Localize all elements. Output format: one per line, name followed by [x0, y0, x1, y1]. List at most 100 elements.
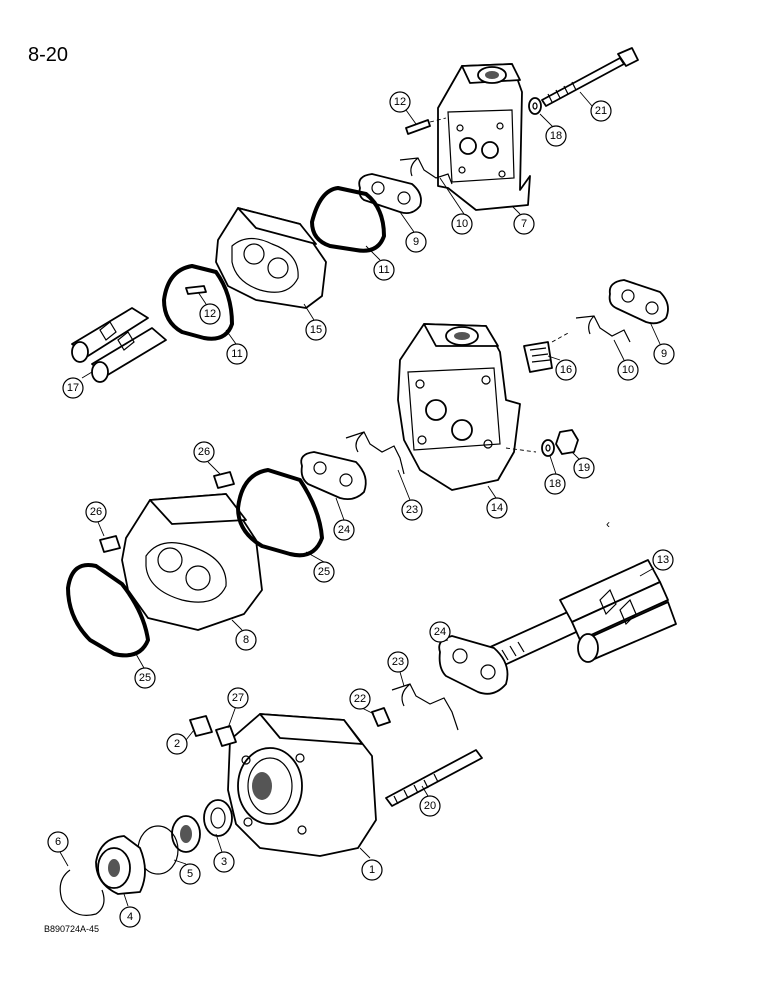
gear-shaft-13 [487, 559, 677, 669]
svg-text:26: 26 [90, 506, 102, 518]
wear-plate-9b [608, 279, 669, 325]
svg-text:26: 26 [198, 446, 210, 458]
o-ring-11a [310, 186, 386, 253]
o-ring-25a [236, 468, 324, 558]
retainer-10a [399, 157, 453, 185]
svg-text:18: 18 [550, 130, 562, 142]
dowel-12b [185, 285, 207, 295]
callout-16: 16 [555, 359, 577, 381]
callout-22: 22 [349, 688, 371, 710]
svg-text:9: 9 [661, 348, 667, 360]
svg-text:21: 21 [595, 105, 607, 117]
stud-20 [385, 749, 483, 807]
mounting-flange-1 [227, 713, 377, 857]
gear-housing-8 [121, 493, 263, 631]
svg-text:25: 25 [139, 672, 151, 684]
svg-text:5: 5 [187, 868, 193, 880]
svg-text:6: 6 [55, 836, 61, 848]
svg-text:22: 22 [354, 693, 366, 705]
page-number: 8-20 [28, 44, 69, 66]
callout-10a: 10 [451, 213, 473, 235]
callout-20: 20 [419, 795, 441, 817]
callout-25a: 25 [313, 561, 335, 583]
retainer-23b [391, 683, 459, 731]
callout-5: 5 [179, 863, 201, 885]
svg-text:3: 3 [221, 856, 227, 868]
washer-18a [528, 97, 542, 115]
callout-26a: 26 [193, 441, 215, 463]
callout-12b: 12 [199, 303, 221, 325]
svg-text:11: 11 [378, 264, 389, 276]
callout-15: 15 [305, 319, 327, 341]
rear-cover-section [437, 63, 531, 211]
intermediate-housing-14 [397, 323, 537, 491]
svg-text:12: 12 [394, 96, 406, 108]
callout-4: 4 [119, 906, 141, 928]
callout-9b: 9 [653, 343, 675, 365]
gear-housing-15 [215, 207, 327, 309]
wear-plate-24a [300, 451, 367, 501]
svg-text:9: 9 [413, 236, 419, 248]
callout-18a: 18 [545, 125, 567, 147]
dowel-12a [405, 117, 447, 135]
svg-text:10: 10 [622, 364, 634, 376]
svg-text:24: 24 [434, 626, 446, 638]
svg-text:13: 13 [657, 554, 669, 566]
svg-text:7: 7 [521, 218, 527, 230]
callout-19: 19 [573, 457, 595, 479]
svg-text:23: 23 [392, 656, 404, 668]
svg-text:14: 14 [491, 502, 503, 514]
o-ring-25b [66, 563, 150, 658]
callout-24b: 24 [429, 621, 451, 643]
svg-text:27: 27 [232, 692, 244, 704]
nut-19 [555, 429, 579, 455]
retainer-23a [345, 431, 405, 475]
svg-text:17: 17 [67, 382, 79, 394]
callout-14: 14 [486, 497, 508, 519]
retainer-10b [575, 315, 631, 343]
callout-3: 3 [213, 851, 235, 873]
callout-12a: 12 [389, 91, 411, 113]
callout-26b: 26 [85, 501, 107, 523]
callout-9a: 9 [405, 231, 427, 253]
callout-11b: 11 [226, 343, 248, 365]
svg-text:25: 25 [318, 566, 330, 578]
callout-6: 6 [47, 831, 69, 853]
svg-text:24: 24 [338, 524, 350, 536]
svg-text:15: 15 [310, 324, 322, 336]
washer-18b [541, 439, 555, 457]
callout-21: 21 [590, 100, 612, 122]
dowel-26b [99, 535, 121, 553]
figure-code: B890724A-45 [44, 924, 100, 934]
seal-carrier-4 [95, 835, 146, 895]
callout-17: 17 [62, 377, 84, 399]
svg-text:16: 16 [560, 364, 572, 376]
callout-27: 27 [227, 687, 249, 709]
callout-7: 7 [513, 213, 535, 235]
callout-8: 8 [235, 629, 257, 651]
svg-text:20: 20 [424, 800, 436, 812]
callout-25b: 25 [134, 667, 156, 689]
fitting-22 [371, 707, 391, 727]
o-ring-11b [162, 264, 234, 341]
seal-3 [171, 799, 233, 853]
callout-24a: 24 [333, 519, 355, 541]
leader-lines [59, 91, 661, 907]
svg-text:12: 12 [204, 308, 216, 320]
callout-18b: 18 [544, 473, 566, 495]
callout-23b: 23 [387, 651, 409, 673]
svg-text:11: 11 [231, 348, 242, 360]
fitting-27 [215, 725, 237, 747]
svg-text:23: 23 [406, 504, 418, 516]
dowel-26a [213, 471, 235, 489]
stray-mark: ‹ [606, 517, 610, 531]
svg-text:8: 8 [243, 634, 249, 646]
svg-text:4: 4 [127, 911, 133, 923]
svg-text:1: 1 [369, 864, 375, 876]
callout-2: 2 [166, 733, 188, 755]
callout-11a: 11 [373, 259, 395, 281]
plug-2 [189, 715, 213, 737]
bolt-21 [541, 47, 639, 107]
snap-ring-6 [59, 869, 105, 916]
